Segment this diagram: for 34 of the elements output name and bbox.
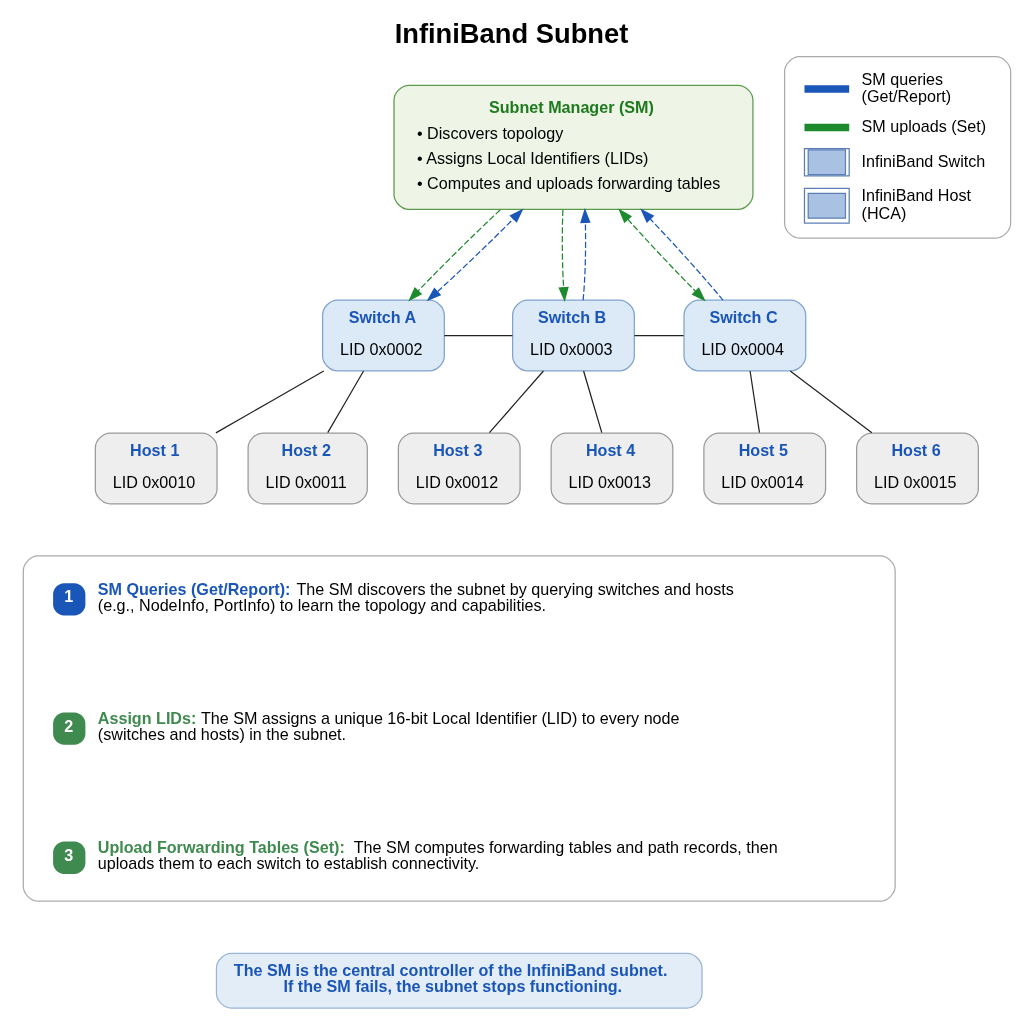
arrow	[580, 207, 591, 301]
connector	[443, 334, 514, 336]
node-label: Upload Forwarding Tables (Set): The SM computes forwarding tables and path records, then uploads them to each switch to establish connectivity.	[97, 837, 778, 872]
node-box: Host 2 LID 0x0011	[247, 431, 368, 504]
connector	[582, 369, 603, 433]
connector	[488, 369, 545, 433]
node-box: The SM is the central controller of the InfiniBand subnet. If the SM fails, the subnet stops functioning.	[215, 952, 703, 1009]
arrow	[640, 208, 724, 301]
legend-label: InfiniBand Host (HCA)	[861, 185, 971, 222]
connector	[789, 369, 873, 433]
node-box: Subnet Manager (SM) • Discovers topology • Assigns Local Identifiers (LIDs) • Computes and uploads forwarding tables	[393, 84, 754, 210]
node-label: Assign LIDs: The SM assigns a unique 16-bit Local Identifier (LID) to every node (switches and hosts) in the subnet.	[97, 708, 680, 743]
node-box: Switch A LID 0x0002	[322, 299, 445, 372]
connector	[215, 369, 325, 433]
node-box: Host 6 LID 0x0015	[856, 431, 979, 504]
legend-label: InfiniBand Switch	[861, 151, 986, 169]
node-box: Host 4 LID 0x0013	[550, 431, 674, 504]
node-label: SM Queries (Get/Report): The SM discovers the subnet by querying switches and hosts (e.g., NodeInfo, PortInfo) to learn the topology and capabilities.	[97, 579, 734, 614]
node-box: Host 1 LID 0x0010	[94, 431, 218, 504]
arrow	[558, 208, 569, 302]
node-box: Host 3 LID 0x0012	[397, 431, 521, 504]
arrow	[426, 208, 524, 301]
legend-label: SM queries (Get/Report)	[861, 69, 952, 105]
arrow	[408, 208, 501, 301]
connector	[749, 369, 761, 433]
cluster	[22, 554, 896, 902]
node-box: Switch C LID 0x0004	[683, 299, 807, 372]
node-box: Switch B LID 0x0003	[512, 299, 635, 372]
connector	[633, 334, 685, 336]
legend-label: SM uploads (Set)	[861, 116, 987, 135]
arrow	[618, 208, 706, 301]
connector	[327, 369, 365, 433]
node-box: Host 5 LID 0x0014	[703, 431, 827, 504]
diagram-title: InfiniBand Subnet	[394, 17, 629, 49]
